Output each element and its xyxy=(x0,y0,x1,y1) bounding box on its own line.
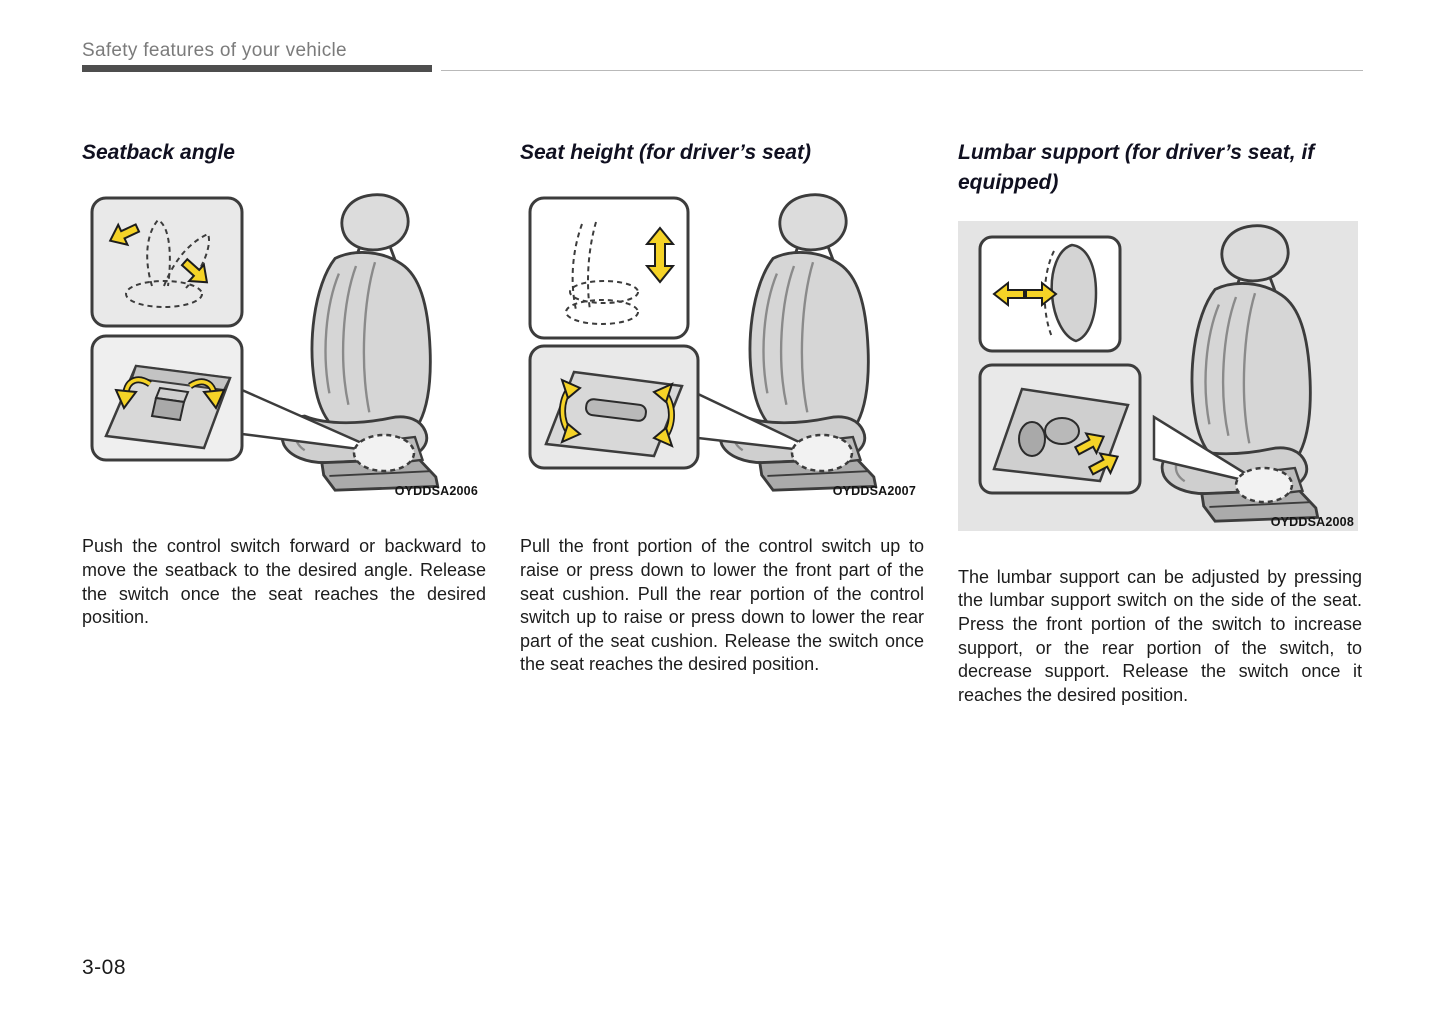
heading-lumbar-support: Lumbar support (for driver’s seat, if eq… xyxy=(958,141,1315,195)
seat-height-illustration xyxy=(528,193,878,493)
seat-height-text: Pull the front portion of the control sw… xyxy=(520,536,924,675)
switch-zoom-inset xyxy=(978,363,1142,495)
rear-up-arrowhead-icon xyxy=(652,382,674,405)
recline-diagram-inset xyxy=(90,196,244,328)
heading-seatback-angle: Seatback angle xyxy=(82,141,235,164)
switch-location-circle xyxy=(790,434,854,473)
header-bar xyxy=(82,65,432,72)
lumbar-support-text: The lumbar support can be adjusted by pr… xyxy=(958,566,1362,705)
switch-location-circle xyxy=(1234,466,1294,504)
page-header: Safety features of your vehicle xyxy=(82,40,1363,72)
seatback-angle-text: Push the control switch forward or backw… xyxy=(82,536,486,628)
switch-zoom-inset xyxy=(90,334,244,462)
lumbar-diagram-inset xyxy=(978,235,1122,353)
lumbar-support-illustration xyxy=(958,220,1358,531)
page-number: 3-08 xyxy=(82,956,127,979)
header-rule xyxy=(82,65,1363,72)
column-seat-height: Seat height (for driver’s seat) xyxy=(520,138,924,707)
switch-zoom-inset xyxy=(528,344,700,470)
section-title: Safety features of your vehicle xyxy=(82,40,347,61)
tilt-left-arrowhead-icon xyxy=(114,389,138,411)
tilt-right-arrowhead-icon xyxy=(202,389,226,411)
image-code: OYDDSA2007 xyxy=(832,484,916,499)
lumbar-support-figure: OYDDSA2008 xyxy=(958,220,1358,531)
seat-height-figure: OYDDSA2007 xyxy=(520,190,920,500)
front-down-arrowhead-icon xyxy=(560,422,582,445)
switch-location-circle xyxy=(352,434,416,473)
callout-pointer xyxy=(1152,414,1265,487)
height-diagram-inset xyxy=(528,196,690,340)
image-code: OYDDSA2008 xyxy=(1270,514,1354,529)
column-seatback-angle: Seatback angle xyxy=(82,138,486,707)
header-line xyxy=(441,70,1363,71)
content-columns: Seatback angle xyxy=(82,138,1363,707)
front-up-arrowhead-icon xyxy=(560,378,582,401)
rear-down-arrowhead-icon xyxy=(652,426,674,449)
heading-seat-height: Seat height (for driver’s seat) xyxy=(520,141,811,164)
column-lumbar-support: Lumbar support (for driver’s seat, if eq… xyxy=(958,138,1362,707)
seatback-angle-illustration xyxy=(90,193,440,493)
image-code: OYDDSA2006 xyxy=(394,484,478,499)
seatback-angle-figure: OYDDSA2006 xyxy=(82,190,482,500)
